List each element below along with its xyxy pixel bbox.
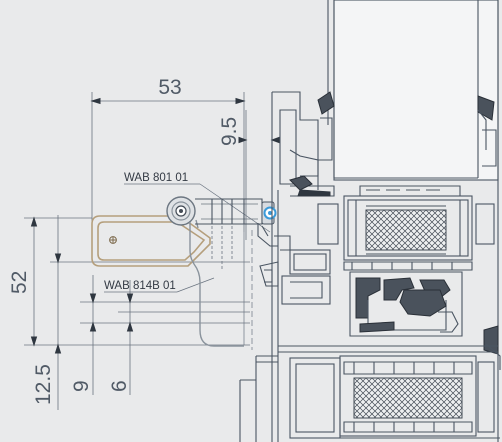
label-wab-814b: WAB 814B 01 xyxy=(104,277,215,293)
roller-pin xyxy=(261,201,277,225)
dim-9-5-label: 9.5 xyxy=(218,117,241,146)
dim-53-label: 53 xyxy=(158,76,181,99)
window-frame-profile xyxy=(239,0,501,442)
pivot-hinge xyxy=(166,196,196,226)
dimension-52: 52 xyxy=(8,216,250,347)
part-label-wab-801: WAB 801 01 xyxy=(124,172,188,184)
part-label-wab-814b: WAB 814B 01 xyxy=(104,280,176,292)
dimension-9: 9 xyxy=(70,275,250,395)
dim-6-label: 6 xyxy=(108,380,131,392)
screw-icon xyxy=(109,236,117,244)
dim-12-5-label: 12.5 xyxy=(32,364,55,405)
dimension-53: 53 xyxy=(90,76,246,232)
dimension-6: 6 xyxy=(108,280,250,395)
dimension-12-5: 12.5 xyxy=(32,215,250,410)
dim-52-label: 52 xyxy=(8,271,31,294)
dim-9-label: 9 xyxy=(70,380,93,392)
